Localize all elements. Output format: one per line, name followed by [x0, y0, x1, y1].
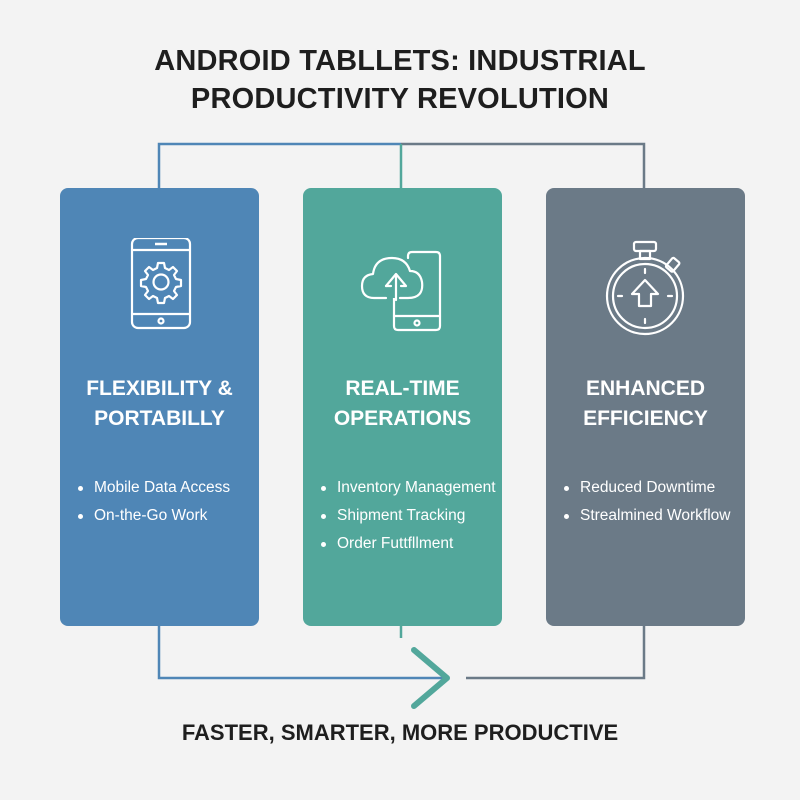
list-item: Strealmined Workflow	[562, 502, 745, 530]
bullet-list: Inventory Management Shipment Tracking O…	[303, 474, 502, 558]
heading-line-2: OPERATIONS	[333, 407, 472, 430]
list-item: Mobile Data Access	[76, 474, 259, 502]
cloud-upload-tablet-icon	[358, 238, 448, 338]
heading-line-2: PORTABILLY	[94, 407, 225, 430]
heading-line-2: EFFICIENCY	[583, 407, 708, 430]
list-item: Inventory Management	[319, 474, 502, 502]
card-flexibility: FLEXIBILITY & PORTABILLY Mobile Data Acc…	[60, 188, 259, 626]
tablet-gear-icon	[122, 236, 198, 338]
card-heading: ENHANCED EFFICIENCY	[546, 374, 745, 434]
arrow-right-icon	[411, 647, 450, 709]
title-line-2: PRODUCTIVITY REVOLUTION	[190, 83, 610, 115]
stopwatch-arrow-icon	[601, 238, 691, 338]
card-real-time: REAL-TIME OPERATIONS Inventory Managemen…	[303, 188, 502, 626]
heading-line-1: ENHANCED	[585, 377, 705, 400]
bullet-list: Reduced Downtime Strealmined Workflow	[546, 474, 745, 530]
heading-line-1: FLEXIBILITY &	[86, 377, 233, 400]
bullet-list: Mobile Data Access On-the-Go Work	[60, 474, 259, 530]
list-item: Reduced Downtime	[562, 474, 745, 502]
heading-line-1: REAL-TIME	[345, 377, 460, 400]
page-title: ANDROID TABLLETS: INDUSTRIAL PRODUCTIVIT…	[0, 42, 800, 118]
title-line-1: ANDROID TABLLETS: INDUSTRIAL	[154, 45, 646, 77]
list-item: On-the-Go Work	[76, 502, 259, 530]
card-heading: FLEXIBILITY & PORTABILLY	[60, 374, 259, 434]
list-item: Shipment Tracking	[319, 502, 502, 530]
list-item: Order Futtfllment	[319, 530, 502, 558]
card-heading: REAL-TIME OPERATIONS	[303, 374, 502, 434]
tagline: FASTER, SMARTER, MORE PRODUCTIVE	[181, 720, 619, 745]
card-efficiency: ENHANCED EFFICIENCY Reduced Downtime Str…	[546, 188, 745, 626]
